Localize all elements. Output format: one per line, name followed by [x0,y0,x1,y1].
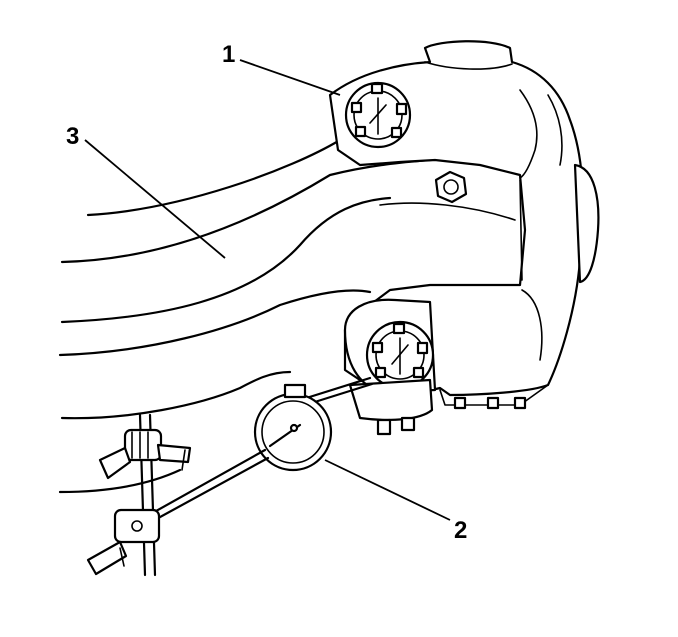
callout-leaders [84,59,451,521]
lower-bearing-adjuster [343,298,437,394]
center-nut [434,170,468,204]
dial-indicator [253,376,374,472]
leader-3 [84,139,226,259]
indicator-support-arm [86,413,270,577]
callout-1: 1 [222,41,235,68]
upper-bearing-adjuster [344,81,412,149]
callout-3: 3 [66,123,79,150]
housing-contour-lines [58,138,432,494]
leader-1 [239,59,341,96]
callout-2: 2 [454,517,467,544]
leader-2 [324,459,451,521]
pinion-housing-block [348,378,434,436]
